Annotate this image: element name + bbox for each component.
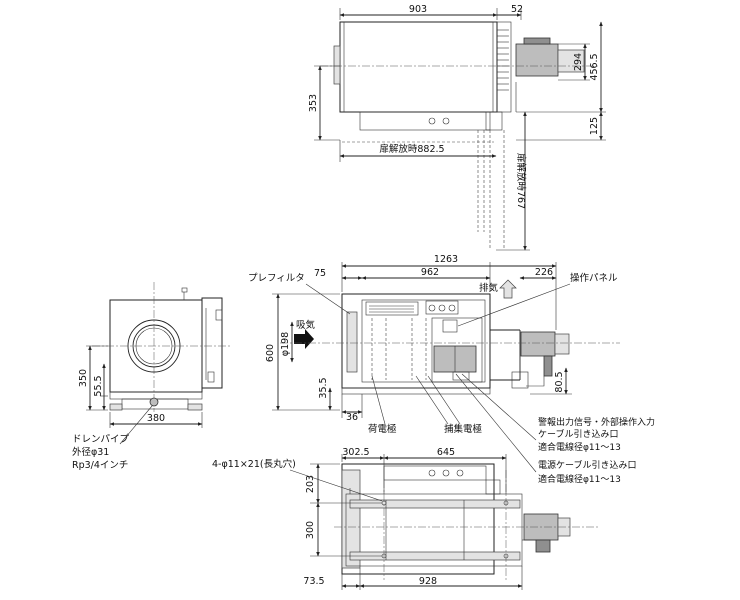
bottom-dim-928: 928 xyxy=(419,576,437,587)
bottom-motor xyxy=(522,513,571,553)
front-dim-center: 962 xyxy=(421,267,439,278)
top-dim-height: 353 xyxy=(308,94,319,112)
top-dim-456: 456.5 xyxy=(589,53,600,80)
drain-label-2: 外径φ31 xyxy=(72,446,109,458)
top-louvre xyxy=(497,29,509,91)
drain-label-1: ドレンパイプ xyxy=(72,434,130,445)
side-dim-380: 380 xyxy=(147,413,165,424)
charge-electrode-label: 荷電極 xyxy=(368,423,397,435)
bottom-dim-302-5: 302.5 xyxy=(342,447,369,458)
front-dim-80-5: 80.5 xyxy=(554,371,565,392)
side-view: 350 55.5 380 ドレンパイプ 外径φ31 Rp3/4インチ xyxy=(72,282,230,471)
front-duct-dia: φ198 xyxy=(280,332,291,356)
front-dim-36: 36 xyxy=(346,412,358,423)
top-dim-294: 294 xyxy=(573,53,584,71)
front-dim-height: 600 xyxy=(265,344,276,362)
prefilter-label: プレフィルタ xyxy=(248,273,305,284)
bottom-view: 302.5 645 203 300 73.5 928 4-φ11×21(長丸穴) xyxy=(212,447,600,590)
top-dim-125: 125 xyxy=(589,117,600,135)
signal-entry-label-2: ケーブル引き込み口 xyxy=(538,428,618,440)
side-dim-55-5: 55.5 xyxy=(93,375,104,396)
panel-label: 操作パネル xyxy=(570,272,618,284)
collect-electrode-label: 捕集電極 xyxy=(444,423,483,435)
mount-hole-label: 4-φ11×21(長丸穴) xyxy=(212,458,296,470)
front-view: 1263 75 962 226 600 φ198 35.5 36 80.5 プレ… xyxy=(248,254,655,485)
bottom-dim-300: 300 xyxy=(305,521,316,539)
front-dim-right: 226 xyxy=(535,267,553,278)
top-dim-right: 52 xyxy=(511,4,523,15)
front-dim-35-5: 35.5 xyxy=(318,377,329,398)
top-door-open-h: 扉解放時882.5 xyxy=(379,143,444,155)
signal-entry-label-1: 警報出力信号・外部操作入力 xyxy=(538,416,655,428)
drain-pipe-icon xyxy=(149,397,159,407)
front-dim-left: 75 xyxy=(314,268,326,279)
bottom-dim-73-5: 73.5 xyxy=(303,576,324,587)
bottom-dim-645: 645 xyxy=(437,447,455,458)
top-door-open-v: 扉解放時767 xyxy=(515,153,527,209)
front-dim-total: 1263 xyxy=(434,254,458,265)
bottom-dim-203: 203 xyxy=(305,475,316,493)
top-view: 903 52 353 294 456.5 125 扉解放時882.5 扉解放時7… xyxy=(308,4,606,251)
operation-panel xyxy=(431,317,483,383)
intake-label: 吸気 xyxy=(296,319,316,331)
power-entry-label: 電源ケーブル引き込み口 xyxy=(538,459,636,471)
exhaust-label: 排気 xyxy=(479,282,499,294)
exhaust-arrow-icon xyxy=(499,279,517,299)
top-motor xyxy=(515,37,585,112)
front-motor xyxy=(490,329,570,389)
power-cable-label: 適合電線径φ11～13 xyxy=(538,473,621,485)
intake-arrow-icon xyxy=(294,329,314,349)
top-dim-width: 903 xyxy=(409,4,427,15)
signal-cable-label: 適合電線径φ11～13 xyxy=(538,441,621,453)
side-dim-350: 350 xyxy=(78,369,89,387)
drain-label-3: Rp3/4インチ xyxy=(72,460,128,471)
